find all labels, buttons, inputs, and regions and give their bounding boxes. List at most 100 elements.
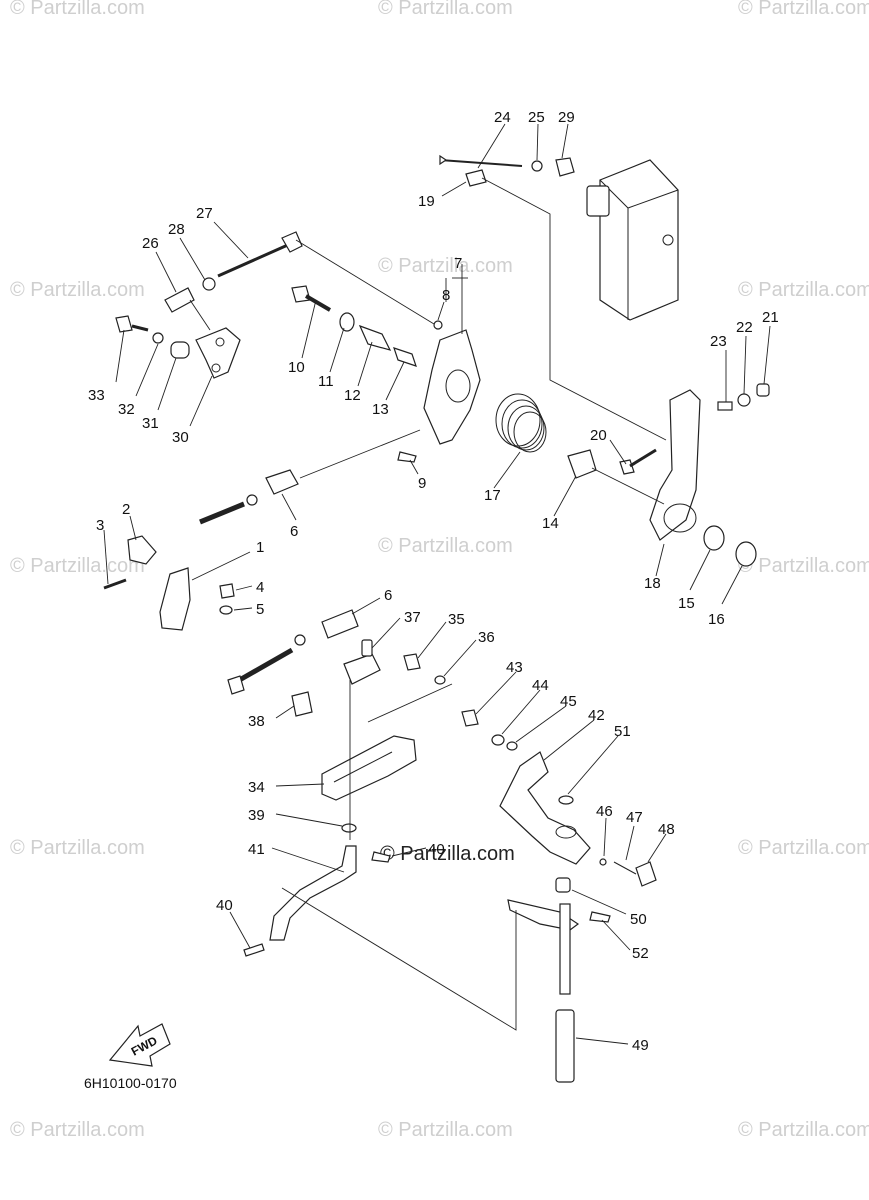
collar-13 [393, 347, 417, 367]
callout-4: 4 [256, 579, 264, 596]
callout-31: 31 [142, 415, 159, 432]
callout-20: 20 [590, 427, 607, 444]
callout-11: 11 [318, 373, 334, 390]
callout-17: 17 [484, 487, 501, 504]
watermark-12: © Partzilla.com [10, 1119, 145, 1141]
washer-45 [506, 741, 518, 751]
callout-51: 51 [614, 723, 631, 740]
rod-27 [217, 242, 291, 278]
collar-50 [555, 877, 571, 893]
callout-33: 33 [88, 387, 105, 404]
nut-22 [737, 393, 751, 407]
callout-7: 7 [454, 255, 462, 272]
callout-38: 38 [248, 713, 265, 730]
callout-40b: 40 [216, 897, 233, 914]
callout-32: 32 [118, 401, 135, 418]
callout-25: 25 [528, 109, 545, 126]
callout-27: 27 [196, 205, 213, 222]
pin-40a [371, 851, 391, 863]
callout-30: 30 [172, 429, 189, 446]
washer-5 [219, 605, 233, 615]
lever-30 [195, 327, 241, 379]
callout-22: 22 [736, 319, 753, 336]
callout-2: 2 [122, 501, 130, 518]
washer-32 [152, 332, 164, 344]
grommet-38 [291, 691, 313, 717]
washer-11 [339, 312, 355, 332]
callout-24: 24 [494, 109, 511, 126]
holder-26 [164, 287, 195, 313]
bolt-33 [115, 315, 133, 333]
pin-3 [103, 578, 127, 590]
holder-2 [127, 535, 157, 565]
watermark-4: © Partzilla.com [10, 279, 145, 301]
watermark-7: © Partzilla.com [10, 555, 145, 577]
callout-15: 15 [678, 595, 695, 612]
watermark-14: © Partzilla.com [738, 1119, 869, 1141]
callout-10: 10 [288, 359, 305, 376]
callout-28: 28 [168, 221, 185, 238]
joint-6a [265, 469, 299, 495]
watermark-2: © Partzilla.com [378, 0, 513, 19]
shift-rod-49b [555, 1009, 575, 1083]
callout-6b: 6 [384, 587, 392, 604]
callout-35: 35 [448, 611, 465, 628]
callout-37: 37 [404, 609, 421, 626]
callout-16: 16 [708, 611, 725, 628]
callout-12: 12 [344, 387, 361, 404]
watermark-10: © Partzilla.com [10, 837, 145, 859]
washer-15 [703, 525, 725, 551]
callout-42: 42 [588, 707, 605, 724]
callout-44: 44 [532, 677, 549, 694]
link-34 [321, 735, 417, 801]
callout-29: 29 [558, 109, 575, 126]
callout-41: 41 [248, 841, 265, 858]
callout-13: 13 [372, 401, 389, 418]
diagram-code: 6H10100-0170 [84, 1075, 177, 1091]
bolt-10 [291, 285, 311, 303]
joint-29 [555, 157, 575, 177]
watermark-8: © Partzilla.com [378, 535, 513, 557]
bushing-14 [567, 449, 597, 479]
shift-rod-49a [559, 903, 571, 995]
bolt-35 [403, 653, 421, 671]
washer-36 [434, 675, 446, 685]
pin-52 [589, 911, 611, 923]
callout-23: 23 [710, 333, 727, 350]
parts-artwork: FWD [103, 154, 770, 1083]
lever-42 [499, 751, 591, 865]
callout-6a: 6 [290, 523, 298, 540]
plug-48 [635, 861, 657, 887]
watermarks: © Partzilla.com © Partzilla.com © Partzi… [10, 0, 869, 1141]
joint-37 [343, 653, 381, 685]
center-watermark: © Partzilla.com [380, 843, 515, 865]
watermark-6: © Partzilla.com [738, 279, 869, 301]
callout-9: 9 [418, 475, 426, 492]
callout-52: 52 [632, 945, 649, 962]
watermark-3: © Partzilla.com [738, 0, 869, 19]
callout-19: 19 [418, 193, 435, 210]
nut-25 [531, 160, 543, 172]
bracket-1 [159, 567, 191, 631]
callout-46: 46 [596, 803, 613, 820]
lever-41 [269, 845, 357, 941]
callout-48: 48 [658, 821, 675, 838]
collar-21 [756, 383, 770, 397]
screw-20 [619, 459, 635, 475]
callout-14: 14 [542, 515, 559, 532]
watermark-11: © Partzilla.com [738, 837, 869, 859]
pin-9 [397, 451, 417, 463]
clip-19 [465, 169, 487, 187]
spring-17 [495, 393, 547, 453]
plate-lever-18 [649, 389, 701, 541]
washer-44 [491, 734, 505, 746]
callout-3: 3 [96, 517, 104, 534]
pin-40b [243, 943, 265, 957]
callout-34: 34 [248, 779, 265, 796]
callout-26: 26 [142, 235, 159, 252]
callouts: 24 25 29 19 27 28 26 7 8 33 32 31 30 10 … [88, 109, 779, 1054]
watermark-13: © Partzilla.com [378, 1119, 513, 1141]
nut-28 [202, 277, 216, 291]
callout-47: 47 [626, 809, 643, 826]
